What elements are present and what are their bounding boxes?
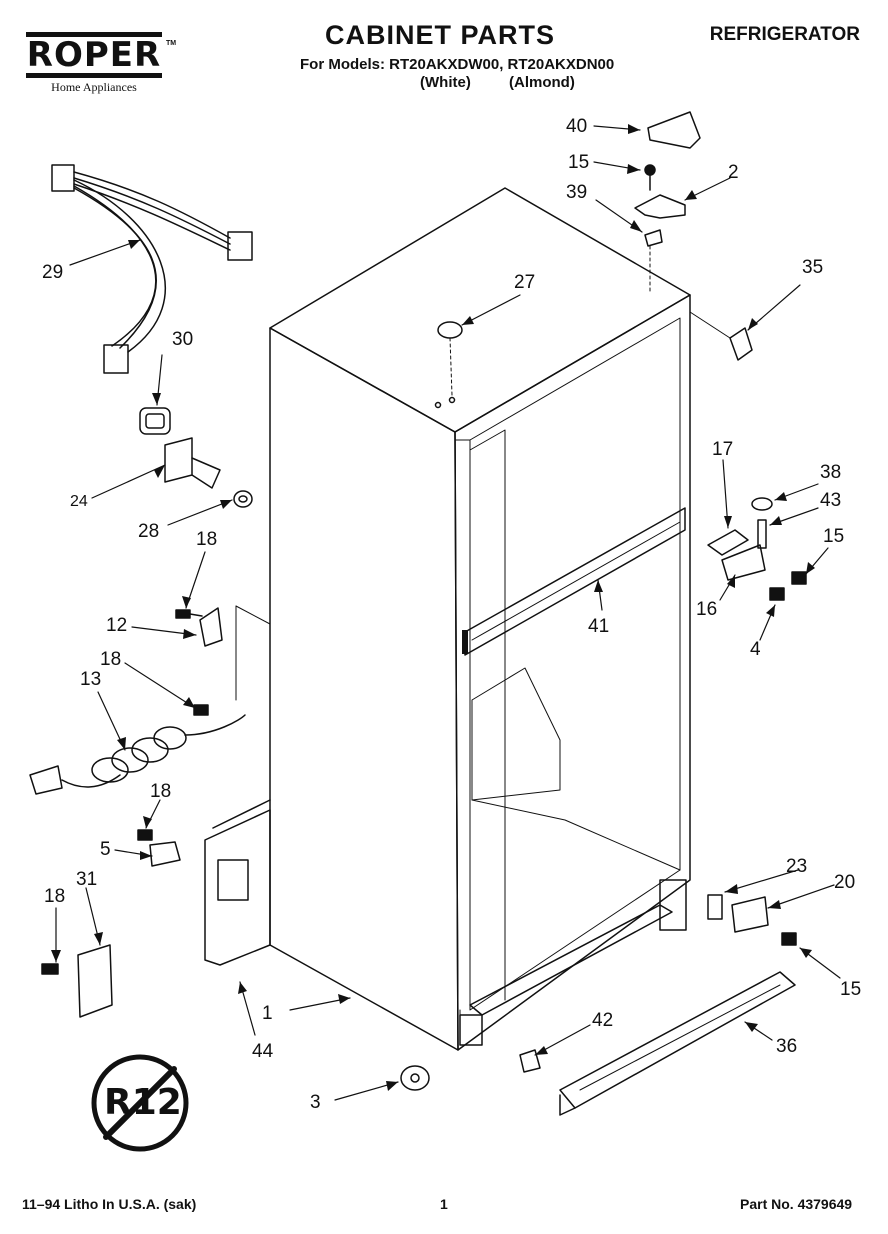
bracket-5 [149, 841, 181, 867]
hinge-cover-35 [729, 327, 753, 361]
hinge-screw-top [644, 164, 656, 191]
callout-30: 30 [172, 329, 194, 350]
hinge-16 [721, 544, 766, 581]
callout-41: 41 [588, 616, 610, 637]
panel-44 [204, 799, 271, 966]
screw-15c [781, 932, 797, 946]
bottom-rail [459, 879, 687, 1046]
r12-badge-text: R12 [104, 1082, 182, 1123]
callout-42: 42 [592, 1010, 614, 1031]
cabinet-shell [269, 187, 691, 1051]
callout-2: 2 [728, 162, 739, 183]
brand-subtitle: Home Appliances [51, 80, 137, 94]
callout-15: 15 [823, 526, 845, 547]
roller-3 [400, 1065, 430, 1091]
wire-harness [51, 164, 253, 374]
callout-18: 18 [100, 649, 122, 670]
screw-18c [137, 829, 153, 841]
callout-24: 24 [70, 493, 88, 510]
page-title: CABINET PARTS [324, 20, 555, 50]
callout-5: 5 [100, 839, 111, 860]
cabinet-inner-wall [469, 429, 506, 1001]
callout-36: 36 [776, 1036, 798, 1057]
connector-24 [164, 437, 221, 489]
callout-31: 31 [76, 869, 98, 890]
r12-prohibited-badge [91, 1054, 189, 1152]
bracket-17 [707, 529, 749, 556]
footer-part-number: Part No. 4379649 [740, 1196, 853, 1212]
clip-12 [199, 607, 223, 647]
callout-44: 44 [252, 1041, 274, 1062]
cover-31 [77, 944, 113, 1018]
brand-trademark: TM [166, 40, 177, 47]
callout-23: 23 [786, 856, 808, 877]
callout-18: 18 [196, 529, 218, 550]
screw-18a [175, 609, 203, 619]
pin-43 [757, 519, 767, 549]
screw-4 [769, 587, 785, 601]
callout-18: 18 [44, 886, 66, 907]
cabinet-inner-step [471, 667, 561, 801]
screw-18b [193, 704, 209, 716]
callout-15: 15 [840, 979, 862, 1000]
leader-arrowheads [51, 124, 815, 1091]
callout-1: 1 [262, 1003, 273, 1024]
power-cord [29, 714, 246, 795]
callout-15: 15 [568, 152, 590, 173]
callout-38: 38 [820, 462, 842, 483]
hinge-cap [647, 111, 701, 149]
callout-3: 3 [310, 1092, 321, 1113]
top-hinge [634, 194, 686, 219]
clip-42 [519, 1049, 541, 1073]
callout-43: 43 [820, 490, 842, 511]
lower-hinge-20 [731, 896, 769, 933]
callout-4: 4 [750, 639, 761, 660]
shim-23 [707, 894, 723, 920]
gasket-30 [139, 407, 171, 435]
variant-almond: (Almond) [509, 74, 575, 91]
appliance-type: REFRIGERATOR [709, 24, 860, 45]
cabinet-left-side [269, 327, 459, 1051]
callout-28: 28 [138, 521, 160, 542]
callout-29: 29 [42, 262, 64, 283]
callout-18: 18 [150, 781, 172, 802]
footer-litho: 11–94 Litho In U.S.A. (sak) [22, 1196, 197, 1212]
top-plug [437, 321, 463, 339]
callout-20: 20 [834, 872, 856, 893]
callout-17: 17 [712, 439, 734, 460]
callout-13: 13 [80, 669, 102, 690]
callout-27: 27 [514, 272, 536, 293]
leader-lines [55, 125, 841, 1101]
divider-bar [462, 507, 686, 656]
callout-39: 39 [566, 182, 588, 203]
brand-logo: ROPER TM Home Appliances [26, 32, 176, 95]
callout-16: 16 [696, 599, 718, 620]
brand-name: ROPER [26, 32, 162, 78]
screw-15b [791, 571, 807, 585]
model-variants: (White) (Almond) [420, 74, 609, 91]
cabinet-opening [469, 317, 681, 1011]
bushing-28 [233, 490, 253, 508]
variant-white: (White) [420, 74, 471, 91]
callout-40: 40 [566, 116, 588, 137]
washer-38 [751, 497, 773, 511]
callout-12: 12 [106, 615, 128, 636]
footer-page-number: 1 [440, 1196, 448, 1212]
cabinet-inner-floor [471, 799, 681, 871]
cabinet-front-frame [454, 294, 691, 1051]
model-numbers: For Models: RT20AKXDW00, RT20AKXDN00 [300, 56, 615, 73]
screw-18d [41, 963, 59, 975]
cabinet-top [269, 187, 691, 433]
toe-grille [559, 971, 796, 1116]
callout-35: 35 [802, 257, 824, 278]
hinge-shim [644, 229, 663, 247]
